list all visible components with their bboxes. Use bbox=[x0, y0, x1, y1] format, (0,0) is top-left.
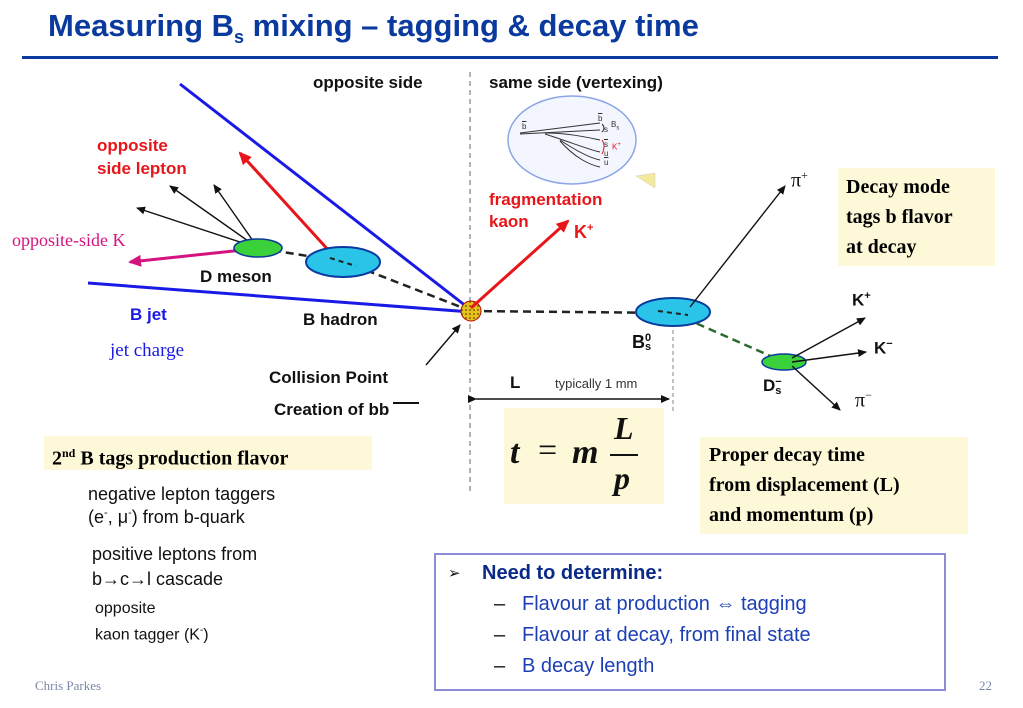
os-kaon-track bbox=[128, 248, 244, 267]
formula-m: m bbox=[572, 434, 599, 471]
formula-t: t bbox=[510, 434, 520, 471]
b-hadron-flight bbox=[344, 260, 472, 313]
need-item-2: Flavour at decay, from final state bbox=[522, 624, 811, 646]
collision-pointer bbox=[425, 324, 461, 366]
b-jet-label: B jet bbox=[130, 305, 167, 324]
kaon-tagger-line-1: opposite bbox=[95, 600, 156, 617]
inset-b: b bbox=[598, 114, 603, 123]
dash-icon: – bbox=[494, 624, 506, 646]
need-item-3: B decay length bbox=[522, 655, 655, 677]
fragmentation-k-label: K+ bbox=[574, 222, 594, 242]
inset-bbar: b bbox=[522, 122, 527, 131]
pi-plus-label: π+ bbox=[791, 168, 808, 192]
need-to-determine-box: ➢ Need to determine: – Flavour at produc… bbox=[434, 553, 946, 691]
decay-mode-line-2: tags b flavor bbox=[846, 206, 953, 228]
proper-decay-line-3: and momentum (p) bbox=[709, 504, 874, 526]
jet-charge-label: jet charge bbox=[110, 340, 185, 361]
formula-fraction-bar bbox=[610, 454, 638, 456]
inset-u: u bbox=[604, 149, 609, 158]
collision-point-marker bbox=[460, 300, 482, 322]
decay-mode-box: Decay mode tags b flavor at decay bbox=[838, 168, 995, 266]
os-kaon-label: opposite-side K bbox=[12, 230, 126, 250]
same-side-header: same side (vertexing) bbox=[489, 73, 663, 92]
bb-overline bbox=[393, 402, 419, 404]
pos-lepton-line-1: positive leptons from bbox=[92, 544, 258, 564]
dash-icon: – bbox=[494, 655, 506, 677]
page-number: 22 bbox=[979, 678, 992, 693]
d-meson-label: D meson bbox=[200, 267, 272, 286]
title-rule bbox=[22, 56, 998, 59]
typically-label: typically 1 mm bbox=[555, 376, 638, 391]
need-heading: Need to determine: bbox=[482, 562, 664, 584]
length-l-label: L bbox=[510, 373, 521, 392]
bullet-icon: ➢ bbox=[448, 565, 461, 582]
jet-cone-lower bbox=[87, 281, 472, 314]
pi-plus-track bbox=[689, 185, 786, 308]
proper-decay-line-2: from displacement (L) bbox=[709, 474, 900, 496]
d-track-1 bbox=[136, 206, 259, 249]
d-meson-ellipse bbox=[233, 238, 283, 258]
decay-mode-line-3: at decay bbox=[846, 236, 917, 258]
proper-decay-box: Proper decay time from displacement (L) … bbox=[700, 437, 968, 534]
formula-box: t = m L p bbox=[504, 408, 664, 504]
creation-bb-label: Creation of bb bbox=[274, 400, 390, 419]
ds-label: D−s bbox=[763, 375, 782, 397]
inset-s: s bbox=[604, 125, 608, 134]
neg-lepton-line-2: (e-, μ-) from b-quark bbox=[88, 507, 245, 527]
second-b-box: 2nd B tags production flavor bbox=[44, 436, 372, 470]
inset-sbar: s bbox=[604, 140, 608, 149]
need-item-1: Flavour at production ⇔ tagging bbox=[522, 593, 807, 615]
inset-k: K+ bbox=[612, 142, 621, 152]
dash-icon: – bbox=[494, 593, 506, 615]
k-minus-label: K− bbox=[874, 338, 893, 358]
d-track-2 bbox=[169, 185, 259, 249]
quark-inset bbox=[507, 95, 656, 189]
kaon-tagger-line-2: kaon tagger (K-) bbox=[95, 625, 209, 644]
formula-L: L bbox=[614, 410, 634, 446]
b-hadron-label: B hadron bbox=[303, 310, 378, 329]
decay-mode-line-1: Decay mode bbox=[846, 176, 950, 198]
k-minus-track bbox=[791, 349, 867, 363]
inset-bs: Bs bbox=[611, 120, 620, 132]
k-plus-label: K+ bbox=[852, 290, 871, 310]
pi-minus-label: π− bbox=[855, 388, 872, 412]
k-plus-track bbox=[791, 317, 866, 359]
page-title: Measuring Bs mixing – tagging & decay ti… bbox=[48, 8, 699, 48]
fragmentation-label-2: kaon bbox=[489, 212, 529, 231]
footer-author: Chris Parkes bbox=[35, 678, 102, 693]
os-lepton-label-1: opposite bbox=[97, 136, 168, 155]
inset-ubar: u bbox=[604, 158, 609, 167]
fragmentation-label-1: fragmentation bbox=[489, 190, 603, 209]
proper-decay-line-1: Proper decay time bbox=[709, 444, 865, 466]
formula-p: p bbox=[614, 460, 630, 496]
jet-cone-upper bbox=[179, 82, 472, 312]
collision-point-label: Collision Point bbox=[269, 368, 388, 387]
neg-lepton-line-1: negative lepton taggers bbox=[88, 484, 276, 504]
opposite-side-header: opposite side bbox=[313, 73, 423, 92]
os-lepton-track bbox=[238, 151, 333, 255]
pos-lepton-line-2: b→c→l cascade bbox=[92, 569, 224, 589]
pi-minus-track bbox=[791, 365, 841, 411]
os-lepton-label-2: side lepton bbox=[97, 159, 187, 178]
bs-ellipse bbox=[635, 297, 711, 327]
ds-ellipse bbox=[761, 353, 807, 371]
formula-eq: = bbox=[538, 432, 558, 469]
bs-flight bbox=[470, 309, 674, 315]
fragmentation-kaon-track bbox=[469, 219, 570, 310]
d-track-3 bbox=[213, 184, 259, 249]
